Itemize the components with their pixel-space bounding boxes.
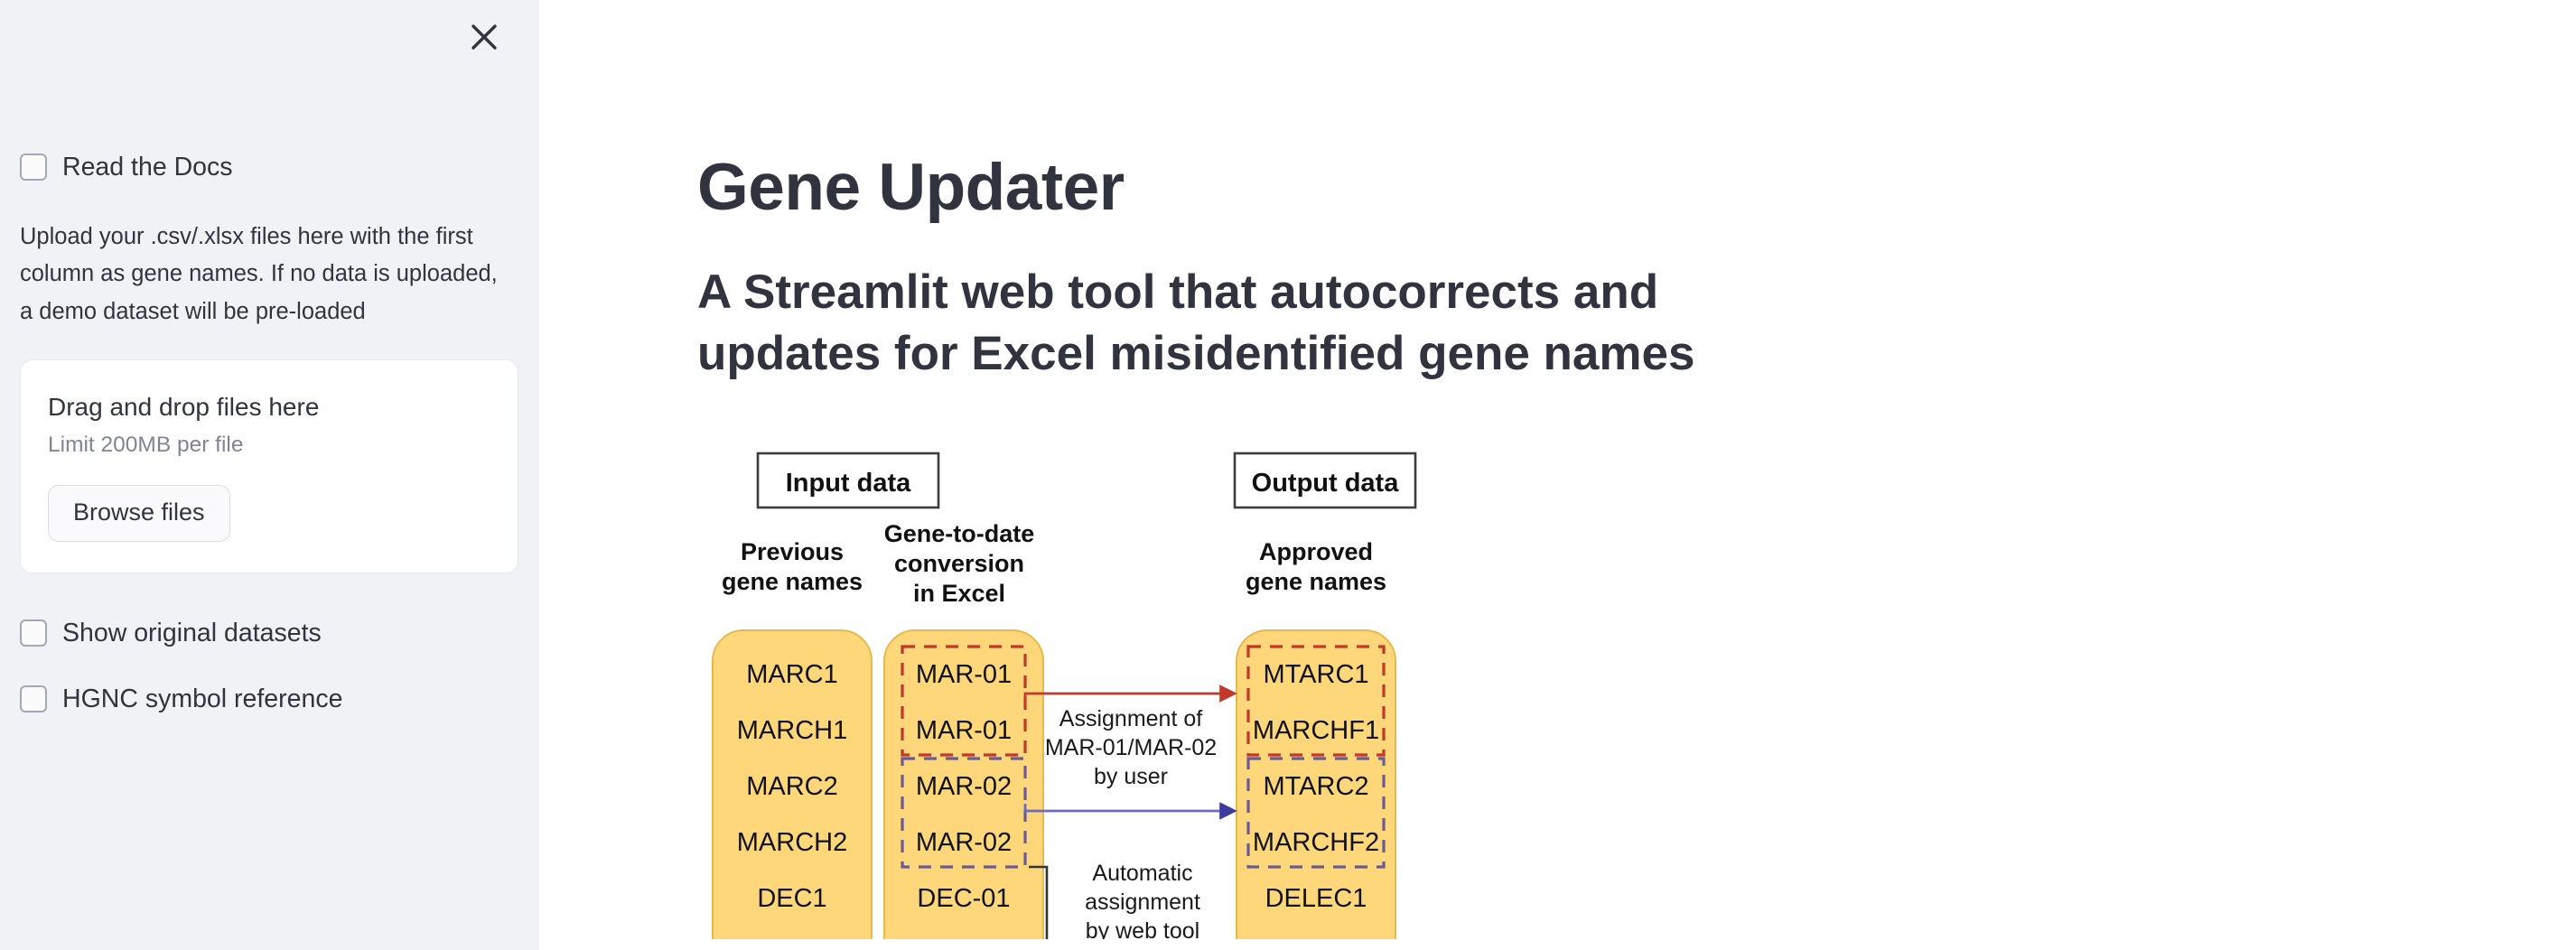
input-data-label: Input data — [786, 469, 911, 498]
sidebar-options-group: Show original datasets HGNC symbol refer… — [20, 601, 519, 732]
auto-assignment-note: Automatic assignment by web tool — [1085, 861, 1200, 939]
page-subtitle: A Streamlit web tool that autocorrects a… — [697, 265, 1695, 381]
output-data-header: Output data — [1233, 452, 1417, 509]
read-the-docs-checkbox[interactable] — [20, 154, 47, 181]
gene-to-date-box: MAR-01 MAR-01 MAR-02 MAR-02 DEC-01 SEP-0… — [883, 629, 1044, 939]
svg-text:MTARC1: MTARC1 — [1263, 660, 1368, 689]
svg-text:MARCHF2: MARCHF2 — [1253, 828, 1379, 857]
svg-text:MARC2: MARC2 — [746, 772, 838, 801]
svg-text:by web tool: by web tool — [1086, 918, 1199, 939]
gray-auto-arrow — [1029, 865, 1049, 939]
purple-assignment-arrow — [1023, 802, 1237, 820]
main-content: Gene Updater A Streamlit web tool that a… — [539, 0, 2576, 950]
sidebar-close-button[interactable] — [463, 16, 505, 58]
svg-text:gene names: gene names — [722, 568, 863, 595]
file-uploader-dropzone[interactable]: Drag and drop files here Limit 200MB per… — [20, 359, 518, 573]
svg-text:MTARC2: MTARC2 — [1263, 772, 1368, 801]
show-original-datasets-checkbox[interactable] — [20, 619, 47, 647]
svg-text:Approved: Approved — [1259, 538, 1373, 565]
svg-text:MAR-02: MAR-02 — [916, 772, 1012, 801]
approved-gene-names-box: MTARC1 MARCHF1 MTARC2 MARCHF2 DELEC1 SEP… — [1236, 629, 1396, 939]
diagram-svg: Input data Output data Previous gene nam… — [712, 452, 1417, 939]
browse-files-button[interactable]: Browse files — [48, 485, 230, 542]
svg-text:Assignment of: Assignment of — [1059, 706, 1202, 731]
highlight-red-col3 — [1246, 645, 1386, 757]
input-data-header: Input data — [756, 452, 940, 509]
output-data-label: Output data — [1252, 469, 1400, 498]
svg-text:MAR-02: MAR-02 — [916, 828, 1012, 857]
read-the-docs-checkbox-row[interactable]: Read the Docs — [20, 147, 519, 187]
read-the-docs-label: Read the Docs — [62, 152, 233, 182]
dropzone-title: Drag and drop files here — [48, 392, 320, 421]
svg-text:Previous: Previous — [741, 538, 844, 565]
close-icon — [469, 22, 499, 52]
red-assignment-arrow — [1023, 685, 1237, 703]
svg-text:Gene-to-date: Gene-to-date — [884, 520, 1035, 547]
page-title: Gene Updater — [697, 151, 1125, 224]
sidebar: Read the Docs Upload your .csv/.xlsx fil… — [0, 0, 539, 950]
svg-text:DEC1: DEC1 — [757, 884, 826, 913]
hgnc-symbol-reference-label: HGNC symbol reference — [62, 684, 343, 713]
svg-text:conversion: conversion — [894, 550, 1024, 577]
show-original-datasets-label: Show original datasets — [62, 618, 322, 647]
svg-text:DELEC1: DELEC1 — [1265, 884, 1367, 913]
previous-gene-names-box: MARC1 MARCH1 MARC2 MARCH2 DEC1 SEP1 ... — [712, 629, 873, 939]
svg-text:assignment: assignment — [1085, 889, 1200, 915]
svg-text:by user: by user — [1094, 764, 1168, 789]
dropzone-limit-text: Limit 200MB per file — [48, 433, 244, 458]
upload-helper-text: Upload your .csv/.xlsx files here with t… — [20, 224, 498, 324]
approved-gene-names-caption: Approved gene names — [1246, 538, 1386, 595]
svg-text:MARCH1: MARCH1 — [737, 716, 847, 745]
gene-conversion-diagram: Input data Output data Previous gene nam… — [693, 405, 1506, 939]
svg-text:in Excel: in Excel — [913, 580, 1005, 607]
svg-text:MAR-01: MAR-01 — [916, 716, 1012, 745]
show-original-datasets-row[interactable]: Show original datasets — [20, 601, 519, 666]
svg-text:MARCH2: MARCH2 — [737, 828, 847, 857]
svg-text:MARC1: MARC1 — [746, 660, 838, 689]
svg-text:MAR-01/MAR-02: MAR-01/MAR-02 — [1045, 735, 1217, 760]
svg-text:MAR-01: MAR-01 — [916, 660, 1012, 689]
svg-text:MARCHF1: MARCHF1 — [1253, 716, 1379, 745]
svg-text:Automatic: Automatic — [1092, 861, 1192, 886]
highlight-purple-col2 — [901, 757, 1027, 869]
hgnc-symbol-reference-row[interactable]: HGNC symbol reference — [20, 666, 519, 732]
svg-text:gene names: gene names — [1246, 568, 1386, 595]
svg-text:DEC-01: DEC-01 — [917, 884, 1010, 913]
user-assignment-note: Assignment of MAR-01/MAR-02 by user — [1045, 706, 1217, 789]
hgnc-symbol-reference-checkbox[interactable] — [20, 685, 47, 713]
previous-gene-names-caption: Previous gene names — [722, 538, 863, 595]
gene-to-date-caption: Gene-to-date conversion in Excel — [884, 520, 1035, 607]
highlight-purple-col3 — [1246, 757, 1386, 869]
